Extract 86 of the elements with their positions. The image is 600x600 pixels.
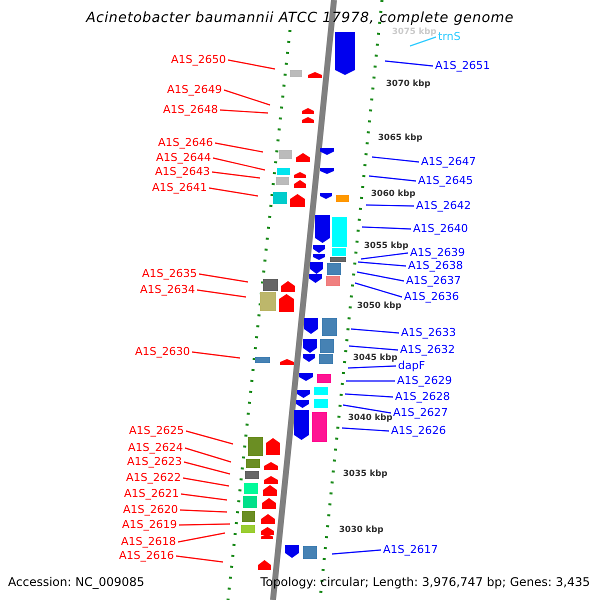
leader-line: [182, 477, 230, 487]
leader-line: [342, 427, 390, 432]
leader-line: [198, 273, 248, 283]
gene-label: A1S_2639: [410, 247, 465, 259]
gene-label: A1S_2624: [128, 442, 183, 454]
leader-line: [410, 36, 436, 47]
leader-line: [360, 252, 408, 260]
gene-label: A1S_2644: [156, 152, 211, 164]
gene-label: A1S_2623: [127, 456, 182, 468]
leader-line: [356, 271, 404, 282]
leader-line: [368, 175, 416, 182]
leader-line: [192, 351, 240, 359]
leader-line: [348, 365, 396, 369]
gene-label: A1S_2647: [421, 156, 476, 168]
scale-label: 3040 kbp: [348, 413, 392, 423]
gene-label: A1S_2649: [167, 84, 222, 96]
leader-line: [184, 447, 232, 463]
gene-label: A1S_2636: [404, 291, 459, 303]
footer-text: Accession: NC_009085: [8, 576, 144, 588]
leader-line: [212, 171, 260, 179]
gene-label: A1S_2625: [129, 425, 184, 437]
leader-line: [366, 204, 414, 207]
scale-label: 3070 kbp: [386, 79, 430, 89]
leader-line: [344, 393, 394, 398]
leader-line: [224, 89, 270, 106]
gene-label: A1S_2646: [158, 137, 213, 149]
gene-label: A1S_2651: [435, 60, 490, 72]
gene-label: A1S_2641: [152, 182, 207, 194]
gene-label: A1S_2632: [400, 344, 455, 356]
leader-line: [346, 380, 395, 382]
gene-label: A1S_2650: [171, 54, 226, 66]
leader-line: [350, 328, 400, 334]
gene-label: A1S_2643: [155, 166, 210, 178]
leader-line: [180, 509, 228, 513]
leader-line: [362, 226, 412, 230]
leader-line: [180, 493, 228, 501]
gene-label: A1S_2619: [122, 519, 177, 531]
gene-label: A1S_2630: [135, 346, 190, 358]
footer-text: Topology: circular; Length: 3,976,747 bp; Genes: 3,435: [260, 576, 590, 588]
gene-label: trnS: [438, 31, 461, 43]
gene-label: A1S_2622: [126, 472, 181, 484]
gene-label: A1S_2627: [393, 407, 448, 419]
gene-label: A1S_2648: [163, 104, 218, 116]
leader-line: [228, 59, 276, 70]
gene-label: A1S_2617: [383, 544, 438, 556]
leader-line: [358, 261, 406, 267]
gene-label: A1S_2635: [142, 268, 197, 280]
scale-label: 3035 kbp: [343, 469, 388, 479]
leader-line: [196, 289, 246, 298]
gene-label: A1S_2640: [413, 223, 468, 235]
gene-label: A1S_2618: [121, 536, 176, 548]
gene-label: A1S_2638: [408, 260, 463, 272]
gene-label: A1S_2620: [123, 504, 178, 516]
gene-label: A1S_2634: [140, 284, 195, 296]
gene-label: A1S_2637: [406, 275, 461, 287]
leader-line: [178, 532, 226, 543]
gene-label: A1S_2626: [391, 425, 446, 437]
gene-label: A1S_2628: [395, 391, 450, 403]
leader-line: [342, 404, 392, 414]
leader-line: [208, 187, 258, 197]
scale-label: 3050 kbp: [357, 301, 402, 311]
gene-label: A1S_2642: [416, 200, 471, 212]
gene-label: dapF: [398, 360, 426, 372]
gene-label: A1S_2633: [401, 327, 456, 339]
scale-label: 3030 kbp: [339, 525, 384, 535]
gene-label: A1S_2621: [124, 488, 179, 500]
leader-line: [212, 157, 266, 171]
gene-label: A1S_2645: [418, 175, 473, 187]
leader-line: [348, 345, 398, 351]
leader-line: [176, 555, 224, 563]
title: Acinetobacter baumannii ATCC 17978, complete genome: [84, 10, 515, 26]
gene-label: A1S_2629: [397, 375, 452, 387]
leader-line: [220, 109, 268, 114]
leader-line: [354, 282, 402, 298]
leader-line: [186, 430, 234, 445]
gene-label: A1S_2616: [119, 550, 174, 562]
leader-line: [184, 461, 230, 475]
leader-line: [332, 549, 382, 555]
scale-label: 3060 kbp: [371, 189, 416, 199]
leader-line: [178, 523, 230, 526]
scale-label: 3045 kbp: [353, 353, 398, 363]
scale-label: 3055 kbp: [364, 241, 408, 251]
scale-label: 3065 kbp: [378, 133, 422, 143]
leader-line: [384, 60, 434, 67]
leader-line: [372, 156, 420, 163]
leader-line: [214, 142, 264, 153]
